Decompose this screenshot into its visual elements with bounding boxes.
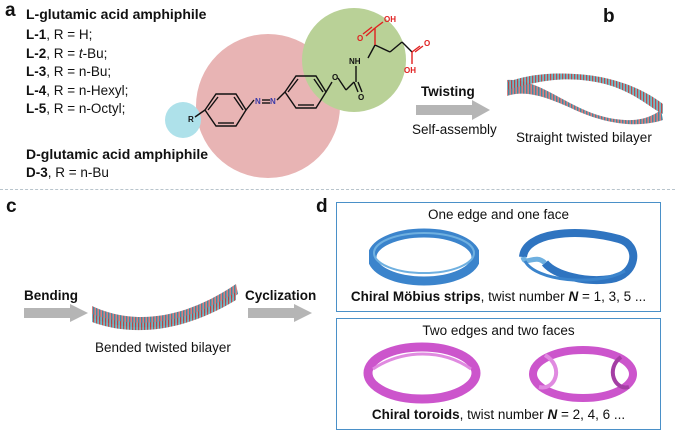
toroid-image-2 <box>529 346 637 402</box>
twisting-arrow <box>416 100 490 120</box>
toroid-image-1 <box>363 342 481 404</box>
self-assembly-label: Self-assembly <box>412 122 497 137</box>
twisting-label: Twisting <box>421 84 475 99</box>
benzene-ring-1 <box>204 93 247 127</box>
toroid-box: Two edges and two faces Chiral toroids, … <box>336 318 661 430</box>
mobius-title: One edge and one face <box>427 207 570 222</box>
panel-label-d: d <box>316 196 328 217</box>
l-amphiphile-title: L-glutamic acid amphiphile <box>26 6 207 22</box>
benzene-ring-2 <box>284 75 327 109</box>
d-amphiphile-title: D-glutamic acid amphiphile <box>26 146 209 162</box>
azo-n1-label: N <box>255 97 261 106</box>
d-compound-row: D-3, R = n-Bu <box>26 165 109 180</box>
acid-o-1-label: O <box>357 34 363 43</box>
ether-o-label: O <box>332 73 338 82</box>
molecule-structure: R N N O O NH OH O OH O <box>188 15 430 127</box>
section-divider <box>0 189 675 190</box>
compound-row-5: L-5, R = n-Octyl; <box>26 101 126 117</box>
acid-oh-1-label: OH <box>384 15 396 24</box>
straight-bilayer-caption: Straight twisted bilayer <box>516 130 652 145</box>
compound-row-4: L-4, R = n-Hexyl; <box>26 82 129 98</box>
mobius-caption: Chiral Möbius strips, twist number N = 1… <box>350 289 647 304</box>
compound-row-3: L-3, R = n-Bu; <box>26 64 112 80</box>
cyclization-arrow <box>248 304 312 322</box>
cyclization-label: Cyclization <box>245 288 317 303</box>
mobius-box: One edge and one face Chiral Möbius stri… <box>336 202 661 312</box>
glutamic-region-circle <box>302 8 406 112</box>
bending-label: Bending <box>24 288 78 303</box>
tail-region-circle <box>165 102 201 138</box>
amide-nh-label: NH <box>349 57 361 66</box>
panel-label-b: b <box>603 6 615 27</box>
toroid-title: Two edges and two faces <box>422 323 575 338</box>
panel-label-c: c <box>6 196 17 217</box>
l-compound-list: L-1, R = H; L-2, R = t-Bu; L-3, R = n-Bu… <box>26 26 128 119</box>
molecule-background <box>165 8 406 178</box>
straight-twisted-bilayer-image <box>507 73 663 125</box>
amide-o-label: O <box>358 93 364 102</box>
mobius-strip-image-1 <box>369 228 479 286</box>
r-group-label: R <box>188 115 194 124</box>
toroid-caption: Chiral toroids, twist number N = 2, 4, 6… <box>371 407 626 422</box>
compound-row-2: L-2, R = t-Bu; <box>26 45 108 61</box>
bending-arrow <box>24 304 88 322</box>
bended-bilayer-caption: Bended twisted bilayer <box>95 340 231 355</box>
bended-twisted-bilayer-image <box>92 284 238 331</box>
mobius-strip-image-2 <box>519 229 638 284</box>
acid-o-2-label: O <box>424 39 430 48</box>
panel-label-a: a <box>5 0 16 21</box>
acid-oh-2-label: OH <box>404 66 416 75</box>
azo-n2-label: N <box>270 97 276 106</box>
compound-row-1: L-1, R = H; <box>26 27 93 42</box>
